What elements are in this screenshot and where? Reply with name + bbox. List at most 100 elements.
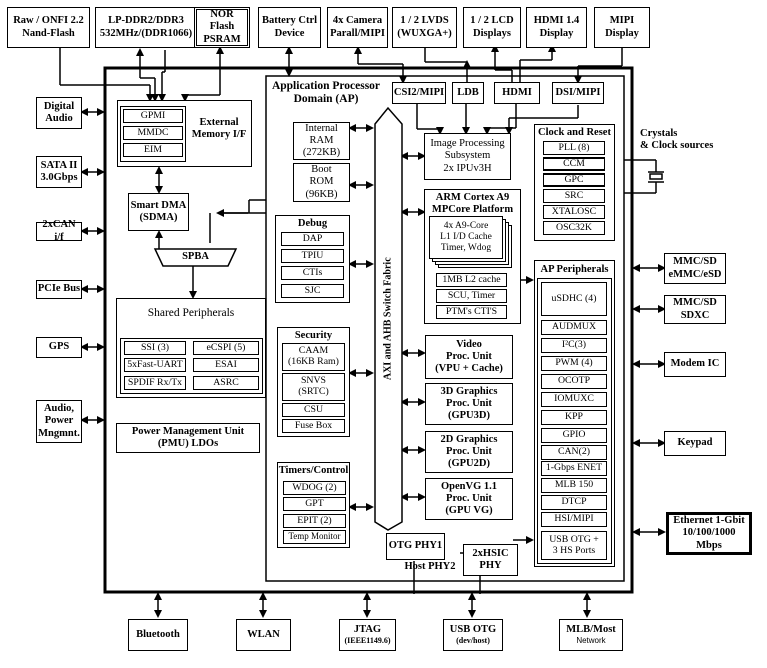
mlb-label: MLB/Most [566, 624, 616, 636]
gpu3d-block: 3D Graphics Proc. Unit (GPU3D) [425, 383, 513, 425]
scu-timer-block: SCU, Timer [436, 289, 507, 303]
battery-ctrl-box: Battery Ctrl Device [258, 7, 321, 48]
ap-domain-title: Application Processor Domain (AP) [271, 80, 381, 106]
hsi-mipi-block: HSI/MIPI [541, 512, 607, 527]
lcd-box: 1 / 2 LCD Displays [463, 7, 521, 48]
esai-block: ESAI [193, 358, 259, 372]
vpu-label: Video Proc. Unit (VPU + Cache) [435, 338, 503, 375]
pll-block: PLL (8) [543, 141, 605, 155]
mlb150-block: MLB 150 [541, 478, 607, 493]
vpu-block: Video Proc. Unit (VPU + Cache) [425, 335, 513, 379]
temp-monitor-block: Temp Monitor [283, 530, 346, 544]
nor-flash-box: NOR Flash PSRAM [194, 7, 250, 48]
snvs-block: SNVS (SRTC) [282, 373, 345, 401]
spdif-block: SPDIF Rx/Tx [124, 376, 186, 390]
xtalosc-block: XTALOSC [543, 205, 605, 219]
wdog-block: WDOG (2) [283, 481, 346, 495]
caam-block: CAAM (16KB Ram) [282, 343, 345, 371]
usb-otg-box: USB OTG (dev/host) [443, 619, 503, 651]
csu-block: CSU [282, 403, 345, 417]
spba-label: SPBA [182, 251, 209, 262]
gpu2d-block: 2D Graphics Proc. Unit (GPU2D) [425, 431, 513, 473]
mmdc-block: MMDC [123, 126, 183, 140]
can2-block: CAN(2) [541, 445, 607, 460]
usb-otg-block: USB OTG + 3 HS Ports [541, 531, 607, 560]
mmc-emmc-box: MMC/SD eMMC/eSD [664, 253, 726, 284]
internal-ram-block: Internal RAM (272KB) [293, 122, 350, 160]
lvds-box: 1 / 2 LVDS (WUXGA+) [392, 7, 457, 48]
csi2-mipi-block: CSI2/MIPI [392, 82, 446, 104]
sata-box: SATA II 3.0Gbps [36, 156, 82, 188]
debug-title: Debug [297, 218, 328, 229]
mmc-sdxc-box: MMC/SD SDXC [664, 295, 726, 324]
epit-block: EPIT (2) [283, 514, 346, 528]
ap-peripherals-title: AP Peripherals [540, 264, 609, 275]
uart-block: 5xFast-UART [124, 358, 186, 372]
mipi-display-box: MIPI Display [594, 7, 650, 48]
jtag-label: JTAG [353, 624, 382, 636]
a9-core-block: 4x A9-Core L1 I/D Cache Timer, Wdog [429, 216, 503, 259]
mlb-sub-label: Network [576, 636, 606, 646]
timers-title: Timers/Control [278, 465, 349, 476]
host-phy2-label: Host PHY2 [404, 561, 456, 572]
crystals-label: Crystals & Clock sources [640, 128, 714, 152]
bluetooth-box: Bluetooth [128, 619, 188, 651]
security-title: Security [294, 330, 333, 341]
wlan-box: WLAN [236, 619, 291, 651]
keypad-box: Keypad [664, 431, 726, 456]
modem-box: Modem IC [664, 352, 726, 377]
tpiu-block: TPIU [281, 249, 344, 263]
ecspi-block: eCSPI (5) [193, 341, 259, 355]
boot-rom-block: Boot ROM (96KB) [293, 163, 350, 202]
gpc-block: GPC [543, 173, 605, 187]
otg-phy1-block: OTG PHY1 [386, 533, 445, 560]
gps-box: GPS [36, 337, 82, 358]
hdmi-display-box: HDMI 1.4 Display [526, 7, 587, 48]
ldb-block: LDB [452, 82, 484, 104]
external-memory-title: External Memory I/F [191, 117, 247, 141]
can-interface-box: 2xCAN i/f [36, 219, 82, 243]
raw-onfi-nand-box: Raw / ONFI 2.2 Nand-Flash [7, 7, 90, 48]
usb-otg-label: USB OTG [449, 624, 497, 636]
fuse-box-block: Fuse Box [282, 419, 345, 433]
ccm-block: CCM [543, 157, 605, 171]
dsi-mipi-block: DSI/MIPI [552, 82, 604, 104]
fabric-shape [374, 106, 403, 531]
gpio-block: GPIO [541, 428, 607, 443]
pwm-block: PWM (4) [541, 356, 607, 371]
sjc-block: SJC [281, 284, 344, 298]
camera-box: 4x Camera Parall/MIPI [327, 7, 388, 48]
hdmi-block: HDMI [494, 82, 540, 104]
enet-block: 1-Gbps ENET [541, 461, 607, 476]
iomuxc-block: IOMUXC [541, 392, 607, 407]
src-block: SRC [543, 189, 605, 203]
audio-power-box: Audio, Power Mngmnt. [36, 400, 82, 443]
arm-title: ARM Cortex A9 MPCore Platform [431, 192, 514, 216]
pmu-block: Power Management Unit (PMU) LDOs [116, 423, 260, 453]
mlb-most-box: MLB/Most Network [559, 619, 623, 651]
lpddr-memory-box: LP-DDR2/DDR3 532MHz/(DDR1066) [95, 7, 197, 48]
l2-cache-block: 1MB L2 cache [436, 273, 507, 287]
osc32k-block: OSC32K [543, 221, 605, 235]
spba-shape [153, 248, 238, 267]
pcie-bus-box: PCIe Bus [36, 280, 82, 299]
ptm-ctis-block: PTM's CTI'S [436, 305, 507, 319]
eim-block: EIM [123, 143, 183, 157]
smart-dma-block: Smart DMA (SDMA) [128, 193, 189, 231]
audmux-block: AUDMUX [541, 320, 607, 335]
image-processing-block: Image Processing Subsystem 2x IPUv3H [424, 133, 511, 180]
usdhc-block: uSDHC (4) [541, 282, 607, 316]
digital-audio-box: Digital Audio [36, 97, 82, 129]
usb-otg-sub-label: (dev/host) [456, 636, 490, 646]
clock-title: Clock and Reset [538, 127, 611, 138]
jtag-box: JTAG (IEEE1149.6) [339, 619, 396, 651]
gpmi-block: GPMI [123, 109, 183, 123]
ocotp-block: OCOTP [541, 374, 607, 389]
hsic-phy-block: 2xHSIC PHY [463, 544, 518, 576]
ethernet-box: Ethernet 1-Gbit 10/100/1000 Mbps [666, 512, 752, 555]
gpuvg-block: OpenVG 1.1 Proc. Unit (GPU VG) [425, 478, 513, 520]
gpt-block: GPT [283, 497, 346, 511]
ssi-block: SSI (3) [124, 341, 186, 355]
i2c-block: I²C(3) [541, 338, 607, 353]
